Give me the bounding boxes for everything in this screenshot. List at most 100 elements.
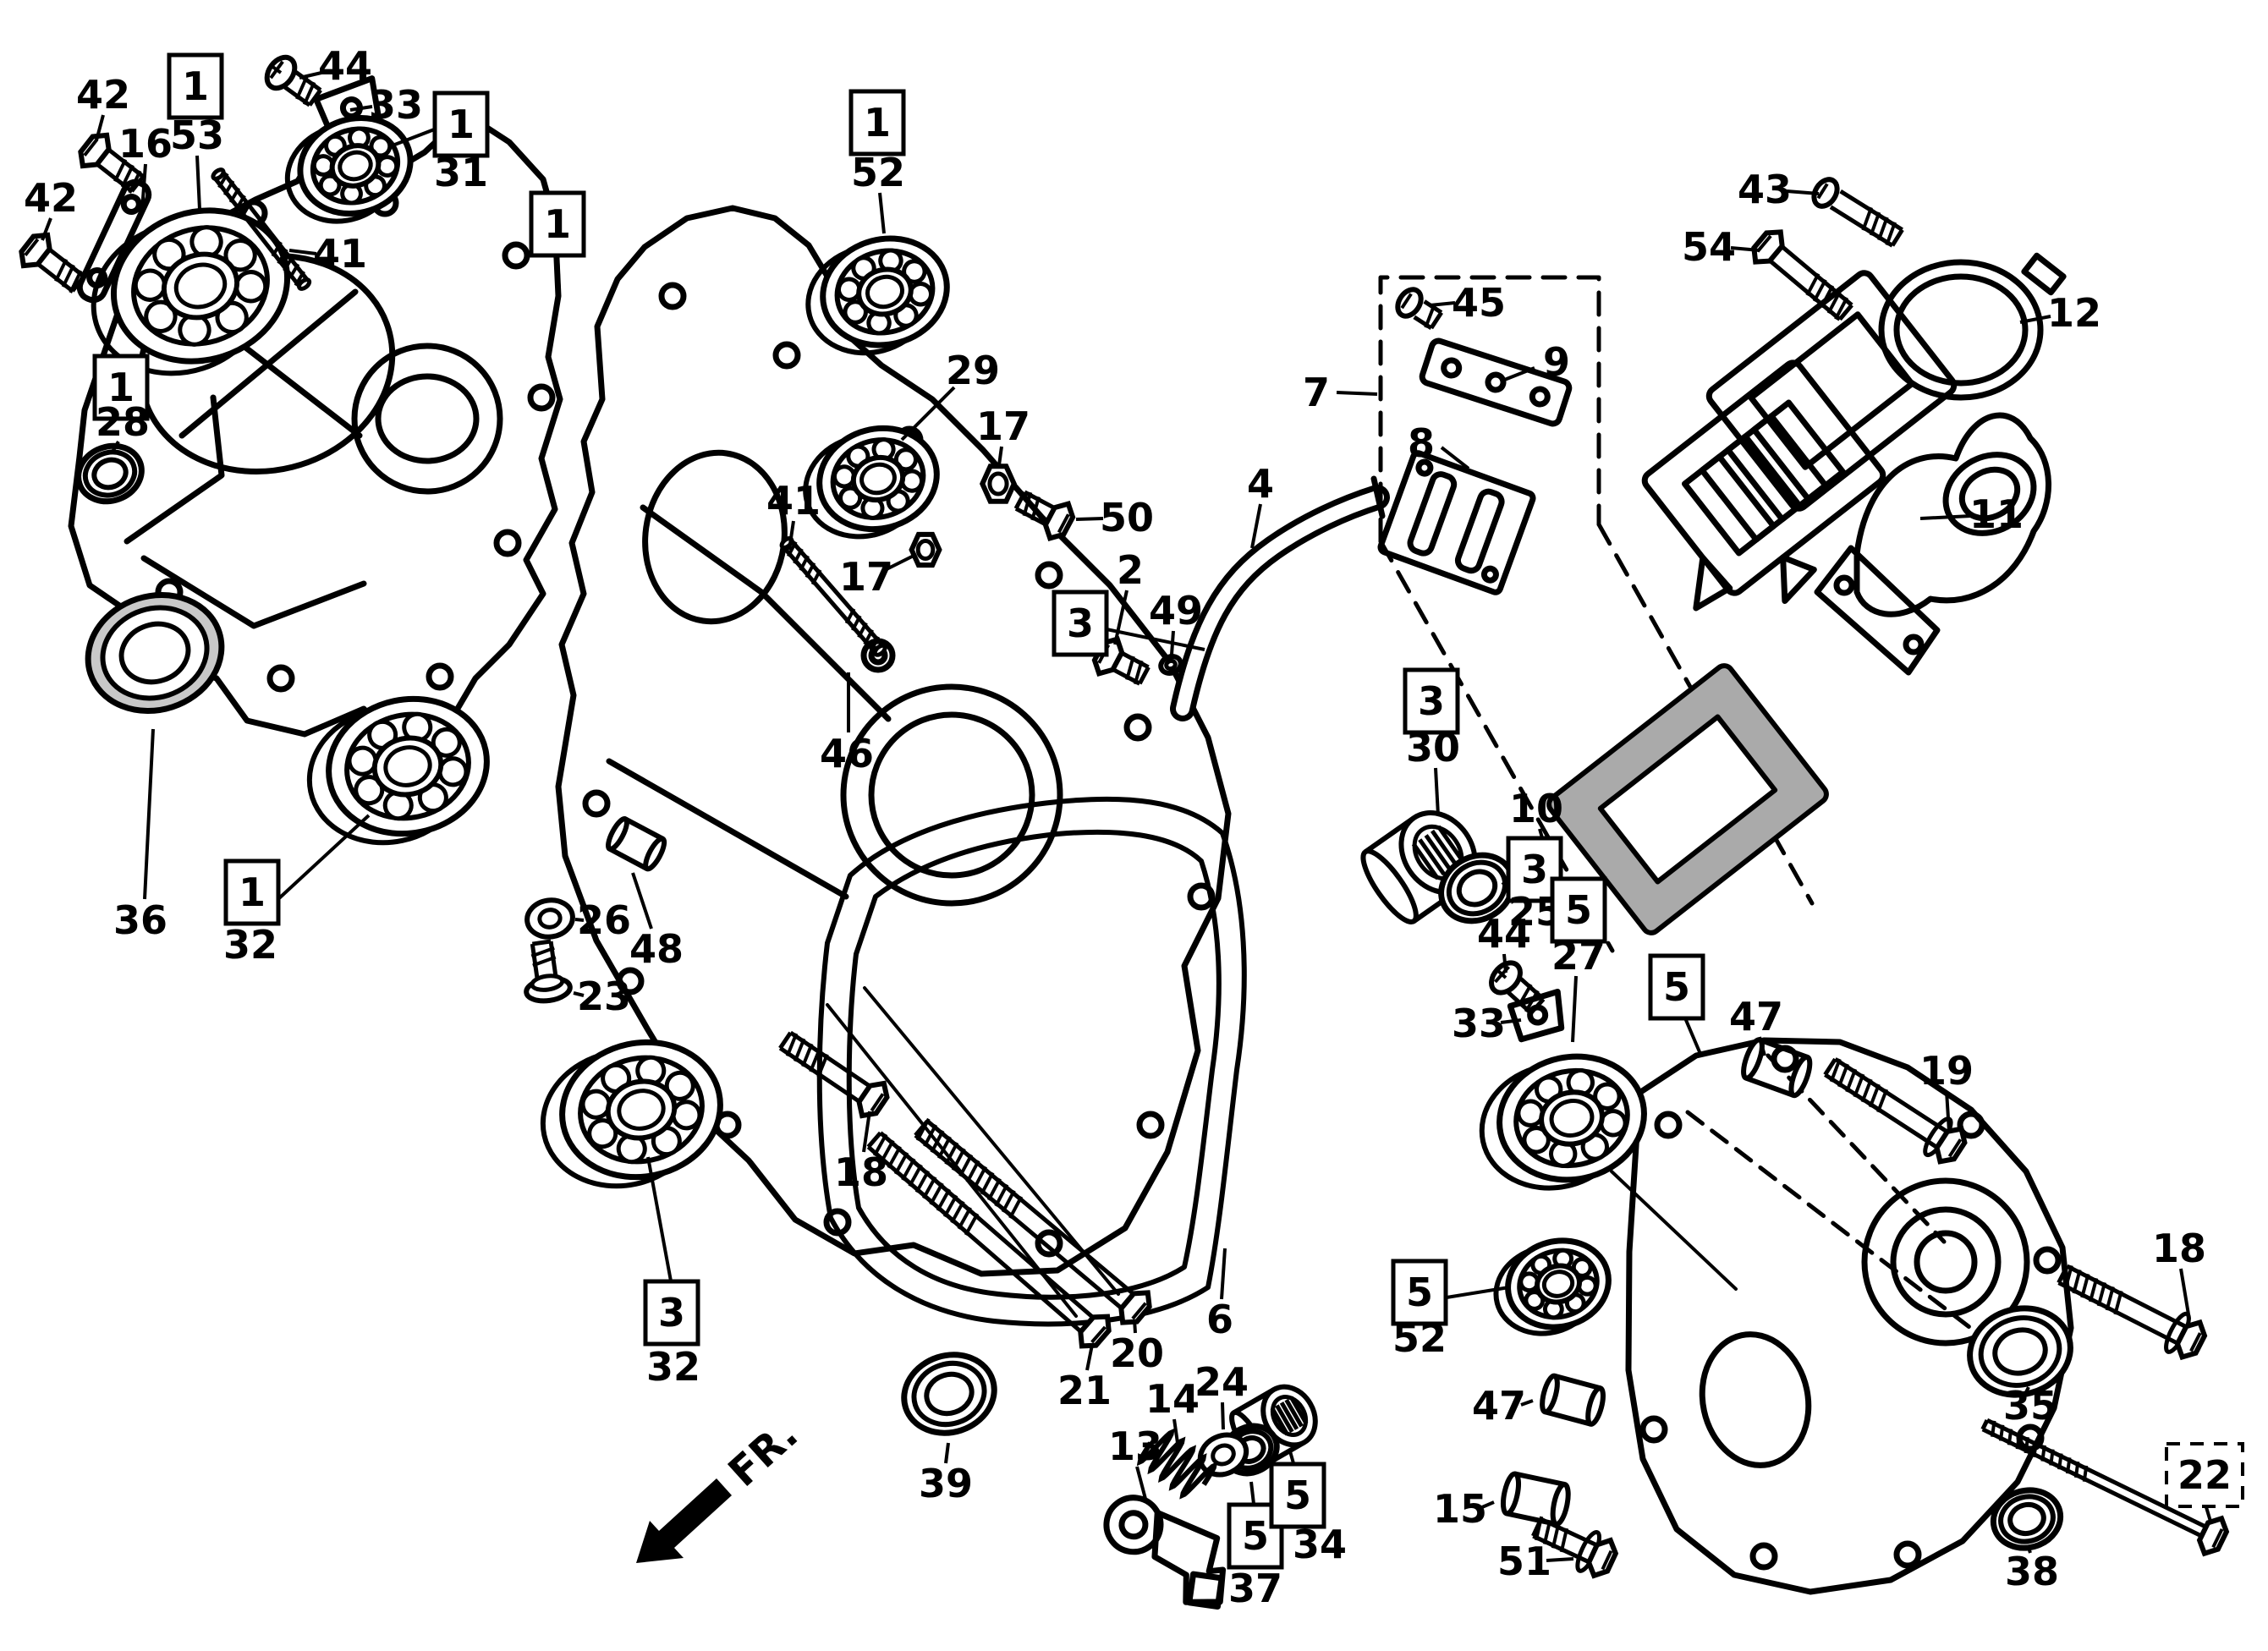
part-number-label: 38	[2005, 1549, 2059, 1594]
flange-bolt-42a	[78, 132, 146, 194]
callout-47-67: 47	[1472, 1383, 1534, 1429]
callout-9-27: 9	[1502, 339, 1570, 385]
part-number-label: 44	[318, 43, 372, 89]
part-number-label: 30	[1406, 725, 1460, 771]
part-number-label: 22	[2177, 1452, 2232, 1498]
part-number-label: 5	[1663, 964, 1690, 1010]
callout-18-48: 18	[834, 1111, 888, 1195]
plug-48	[606, 816, 667, 872]
part-number-label: 26	[577, 897, 631, 943]
callout-21-55: 21	[1057, 1344, 1112, 1413]
callout-5-63: 5	[1269, 1451, 1326, 1529]
part-number-label: 39	[919, 1461, 973, 1506]
callout-32-53: 32	[646, 1344, 700, 1390]
callout-41-9: 41	[288, 231, 367, 277]
part-number-label: 21	[1057, 1368, 1112, 1413]
callout-28-12: 28	[96, 399, 150, 453]
callout-4-24: 4	[1247, 461, 1274, 549]
long-bolt-20	[914, 1117, 1152, 1325]
callout-49-22: 49	[1149, 588, 1203, 655]
long-bolt-21	[866, 1131, 1112, 1349]
part-number-label: 15	[1433, 1486, 1487, 1532]
part-number-label: 18	[834, 1149, 888, 1195]
callout-7-25: 7	[1303, 370, 1378, 415]
nut-17b	[909, 531, 942, 568]
bolt-50	[1013, 490, 1076, 541]
part-number-label: 47	[1472, 1383, 1526, 1429]
callout-5-42: 5	[1648, 953, 1705, 1055]
drain-bolt-23	[524, 939, 573, 1004]
part-number-label: 42	[24, 175, 78, 221]
callout-45-26: 45	[1429, 280, 1506, 326]
part-number-label: 52	[851, 150, 905, 195]
oil-seal-25	[1438, 852, 1516, 924]
part-number-label: 1	[239, 869, 266, 915]
part-number-label: 1	[544, 201, 571, 247]
nut-17a	[979, 463, 1018, 504]
bolt-54	[1751, 229, 1853, 321]
center-crankcase-half	[555, 205, 1232, 1318]
callout-46-20: 46	[820, 672, 874, 776]
callout-8-28: 8	[1408, 420, 1470, 470]
part-number-label: 13	[1108, 1423, 1162, 1469]
part-number-label: 32	[646, 1344, 700, 1390]
oil-seal-28	[75, 442, 145, 505]
callout-52-14: 52	[851, 150, 905, 234]
part-number-label: 53	[170, 112, 224, 158]
callout-47-43: 47	[1729, 994, 1783, 1056]
ball-bearing-31	[284, 114, 414, 224]
insulator-band-12	[1878, 252, 2067, 401]
callout-5-61: 5	[1227, 1481, 1284, 1570]
callout-44-4: 44	[299, 43, 372, 89]
callout-37-62: 37	[1228, 1566, 1282, 1611]
part-number-label: 5	[1406, 1270, 1433, 1315]
long-bolt-22	[1980, 1418, 2230, 1557]
oil-seal-38	[1990, 1487, 2064, 1551]
part-number-label: 3	[1521, 847, 1548, 892]
callout-12-31: 12	[2019, 290, 2101, 336]
part-number-label: 41	[766, 478, 821, 524]
part-number-label: 17	[839, 554, 893, 600]
part-number-label: 5	[1284, 1473, 1311, 1518]
callout-52-66: 52	[1392, 1315, 1447, 1361]
oil-seal-36	[85, 591, 225, 715]
flat-screw-44b	[1489, 960, 1546, 1015]
part-number-label: 12	[2047, 290, 2101, 336]
part-number-label: 41	[313, 231, 367, 277]
callout-44-40: 44	[1477, 911, 1531, 974]
kick-pipe-4	[1170, 475, 1390, 721]
callout-2-21: 2	[1113, 547, 1144, 645]
kick-arm-13	[1103, 1495, 1227, 1610]
ball-bearing-32-left	[306, 695, 490, 846]
intake-manifold-11	[1814, 412, 2051, 676]
part-number-label: 1	[107, 365, 135, 410]
part-number-label: 44	[1477, 911, 1531, 957]
callout-33-5: 33	[349, 82, 423, 128]
callout-16-1: 16	[118, 121, 173, 211]
callout-1-11: 1	[92, 354, 150, 421]
stud-41a	[211, 167, 312, 291]
bolt-18b	[2057, 1264, 2208, 1361]
o-ring-49	[1158, 654, 1183, 676]
part-number-label: 27	[1551, 933, 1606, 979]
part-number-label: 43	[1738, 167, 1792, 212]
part-number-label: 20	[1110, 1330, 1164, 1376]
part-number-label: 23	[577, 974, 631, 1019]
part-number-label: 11	[1969, 491, 2024, 537]
callout-36-49: 36	[113, 728, 167, 943]
part-number-label: 6	[1206, 1297, 1233, 1342]
part-number-label: 33	[369, 82, 423, 128]
part-number-label: 47	[1729, 994, 1783, 1039]
part-number-label: 31	[434, 150, 488, 195]
part-number-label: 18	[2152, 1226, 2206, 1271]
stud-41b	[779, 536, 887, 657]
part-number-label: 33	[1452, 1001, 1506, 1046]
oil-seal-39	[901, 1352, 997, 1436]
callout-20-56: 20	[1110, 1319, 1164, 1376]
callout-54-29: 54	[1682, 224, 1760, 270]
callout-31-7: 31	[434, 150, 488, 195]
ball-bearing-53	[91, 207, 291, 376]
callout-39-54: 39	[919, 1442, 973, 1506]
callout-30-34: 30	[1406, 725, 1460, 816]
